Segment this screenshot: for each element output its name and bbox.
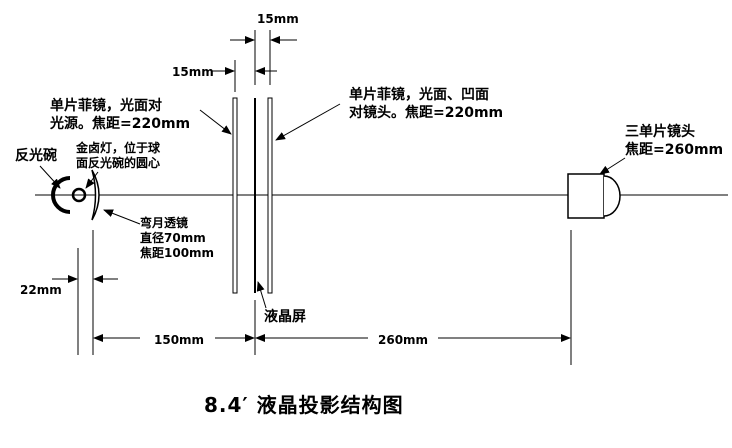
label-dim-22: 22mm (20, 283, 62, 297)
label-meniscus: 弯月透镜 直径70mm 焦距100mm (140, 216, 215, 260)
label-gap-15-mid: 15mm (172, 65, 214, 79)
label-lamp: 金卤灯，位于球 面反光碗的圆心 (76, 141, 161, 170)
reflector-icon (51, 176, 71, 214)
label-dim-150: 150mm (154, 333, 205, 347)
leader-fresnel-1 (199, 109, 232, 135)
leader-meniscus (103, 209, 141, 225)
fresnel-lens-1 (232, 97, 238, 294)
leader-lens (599, 157, 626, 175)
lens-front-dome (603, 175, 621, 217)
leader-fresnel-2 (275, 103, 341, 141)
label-gap-15-top: 15mm (257, 12, 299, 26)
label-dim-260: 260mm (378, 333, 429, 347)
diagram-caption: 8.4′ 液晶投影结构图 (204, 393, 404, 417)
leader-lcd (256, 281, 267, 309)
lens-barrel (567, 173, 605, 219)
label-lcd: 液晶屏 (264, 309, 306, 325)
label-lens-triplet: 三单片镜头 焦距=260mm (625, 124, 724, 158)
fresnel-lens-2 (267, 97, 273, 294)
label-fresnel-1: 单片菲镜，光面对 光源。焦距=220mm (50, 98, 191, 132)
leader-reflector (39, 165, 61, 189)
meniscus-lens-icon (91, 169, 100, 221)
leader-lamp (85, 171, 99, 189)
label-reflector: 反光碗 (15, 148, 57, 164)
label-fresnel-2: 单片菲镜，光面、凹面 对镜头。焦距=220mm (349, 87, 504, 121)
lamp-icon (71, 187, 87, 203)
